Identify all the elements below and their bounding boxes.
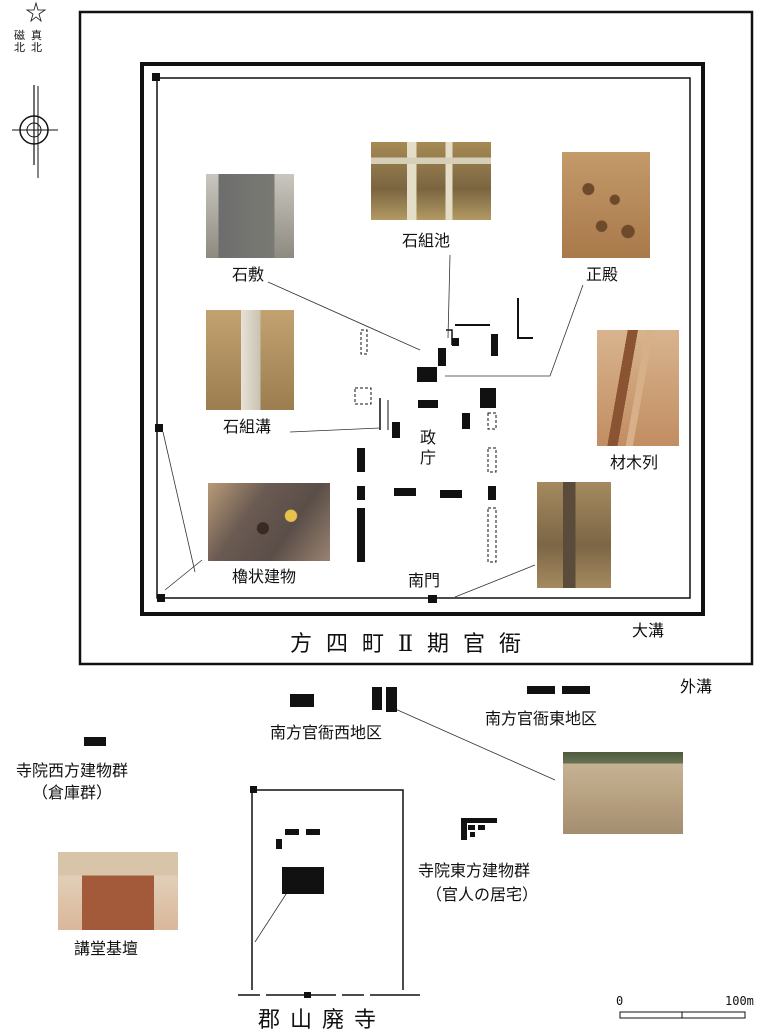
label-ishigumi-ike: 石組池 — [402, 231, 451, 250]
enclosure-thick-outline — [140, 62, 705, 616]
photo-ishijiki — [206, 174, 294, 258]
photo-lecture-hall — [58, 852, 178, 930]
temple-precinct-outline — [251, 789, 404, 990]
temple-building — [306, 829, 320, 835]
compass-label-right: 真北 — [31, 29, 42, 54]
label-ishigumi-mizo: 石組溝 — [223, 417, 272, 436]
scale-start-label: 0 — [616, 994, 624, 1008]
enclosure-inner-outline — [156, 77, 691, 599]
compass-rose-icon — [12, 1, 58, 178]
temple-title: 郡山廃寺 — [258, 1008, 387, 1033]
building — [491, 334, 498, 356]
outer-ditch-outline — [78, 10, 754, 666]
building — [480, 388, 496, 408]
east-district-building — [562, 686, 590, 694]
label-lecture-hall: 講堂基壇 — [74, 939, 139, 958]
building — [440, 490, 462, 498]
label-west-district: 南方官衙西地区 — [270, 723, 383, 742]
scale-end-label: 100m — [725, 994, 754, 1008]
enclosure-title: 方四町Ⅱ期官衙 — [290, 632, 535, 657]
label-temple-east-group: 寺院東方建物群 — [418, 861, 531, 880]
building — [357, 448, 365, 472]
photo-ishigumi-mizo — [206, 310, 294, 410]
temple-building — [276, 839, 282, 849]
building — [487, 507, 497, 563]
building — [394, 488, 416, 496]
label-outer-ditch: 外溝 — [680, 677, 713, 696]
photo-ishigumi-ike — [371, 142, 491, 220]
label-seiden: 正殿 — [586, 265, 619, 284]
label-zaimokuretsu: 材木列 — [610, 453, 659, 472]
building — [487, 412, 497, 430]
temple-corner-post — [250, 786, 257, 793]
compass-label-left: 磁北 — [14, 29, 25, 54]
building — [360, 329, 368, 355]
lecture-hall-platform — [282, 867, 324, 894]
west-gate-post — [155, 424, 163, 432]
temple-east-buildings — [461, 818, 497, 840]
building — [417, 367, 437, 382]
building — [418, 400, 438, 408]
building — [462, 413, 470, 429]
label-temple-west-group-sub: （倉庫群） — [32, 783, 113, 802]
leader-lines — [162, 254, 584, 943]
label-seicho: 政庁 — [420, 428, 437, 467]
label-ishijiki: 石敷 — [232, 265, 265, 284]
building — [488, 486, 496, 500]
building — [452, 338, 459, 346]
seicho-buildings — [354, 298, 533, 563]
photo-zaimokuretsu — [597, 330, 679, 446]
west-district-building — [386, 687, 397, 712]
building — [357, 486, 365, 500]
label-east-district: 南方官衙東地区 — [485, 709, 598, 728]
south-gate-post — [428, 595, 437, 603]
corner-post-sw — [157, 594, 165, 602]
label-temple-east-group-sub: （官人の居宅） — [426, 885, 539, 904]
building — [392, 422, 400, 438]
photo-seiden — [562, 152, 650, 258]
fence-line — [446, 329, 453, 345]
label-inner-ditch: 大溝 — [632, 621, 665, 640]
building — [357, 508, 365, 562]
temple-south-post — [304, 992, 311, 998]
corner-post-nw — [152, 73, 160, 81]
scale-bar — [619, 1011, 746, 1019]
photo-east-district — [563, 752, 683, 834]
building — [487, 447, 497, 473]
photo-yagurajo — [208, 483, 330, 561]
building — [354, 387, 372, 405]
label-yagurajo: 櫓状建物 — [232, 567, 297, 586]
west-district-building — [372, 687, 382, 710]
east-district-building — [527, 686, 555, 694]
temple-west-building — [84, 737, 106, 746]
temple-building — [285, 829, 299, 835]
photo-nanmon — [537, 482, 611, 588]
west-district-building — [290, 694, 314, 707]
fence-line — [517, 298, 533, 339]
building — [438, 348, 446, 366]
label-temple-west-group: 寺院西方建物群 — [16, 761, 129, 780]
label-nanmon: 南門 — [408, 571, 441, 590]
